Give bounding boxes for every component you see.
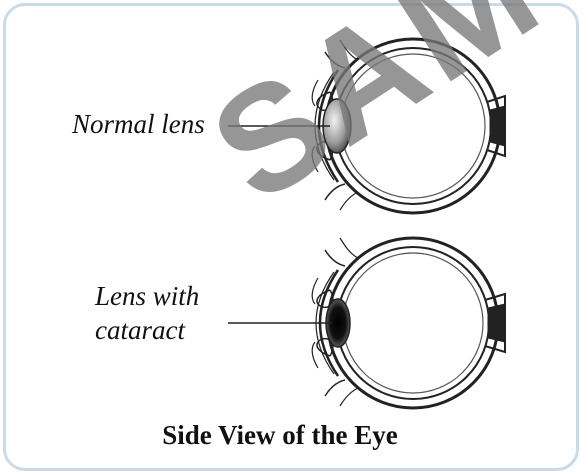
normal-lens-label: Normal lens [72,108,205,141]
cataract-label-line2: cataract [95,314,185,347]
cataract-label-line1: Lens with [95,280,199,313]
diagram-caption: Side View of the Eye [0,420,560,451]
